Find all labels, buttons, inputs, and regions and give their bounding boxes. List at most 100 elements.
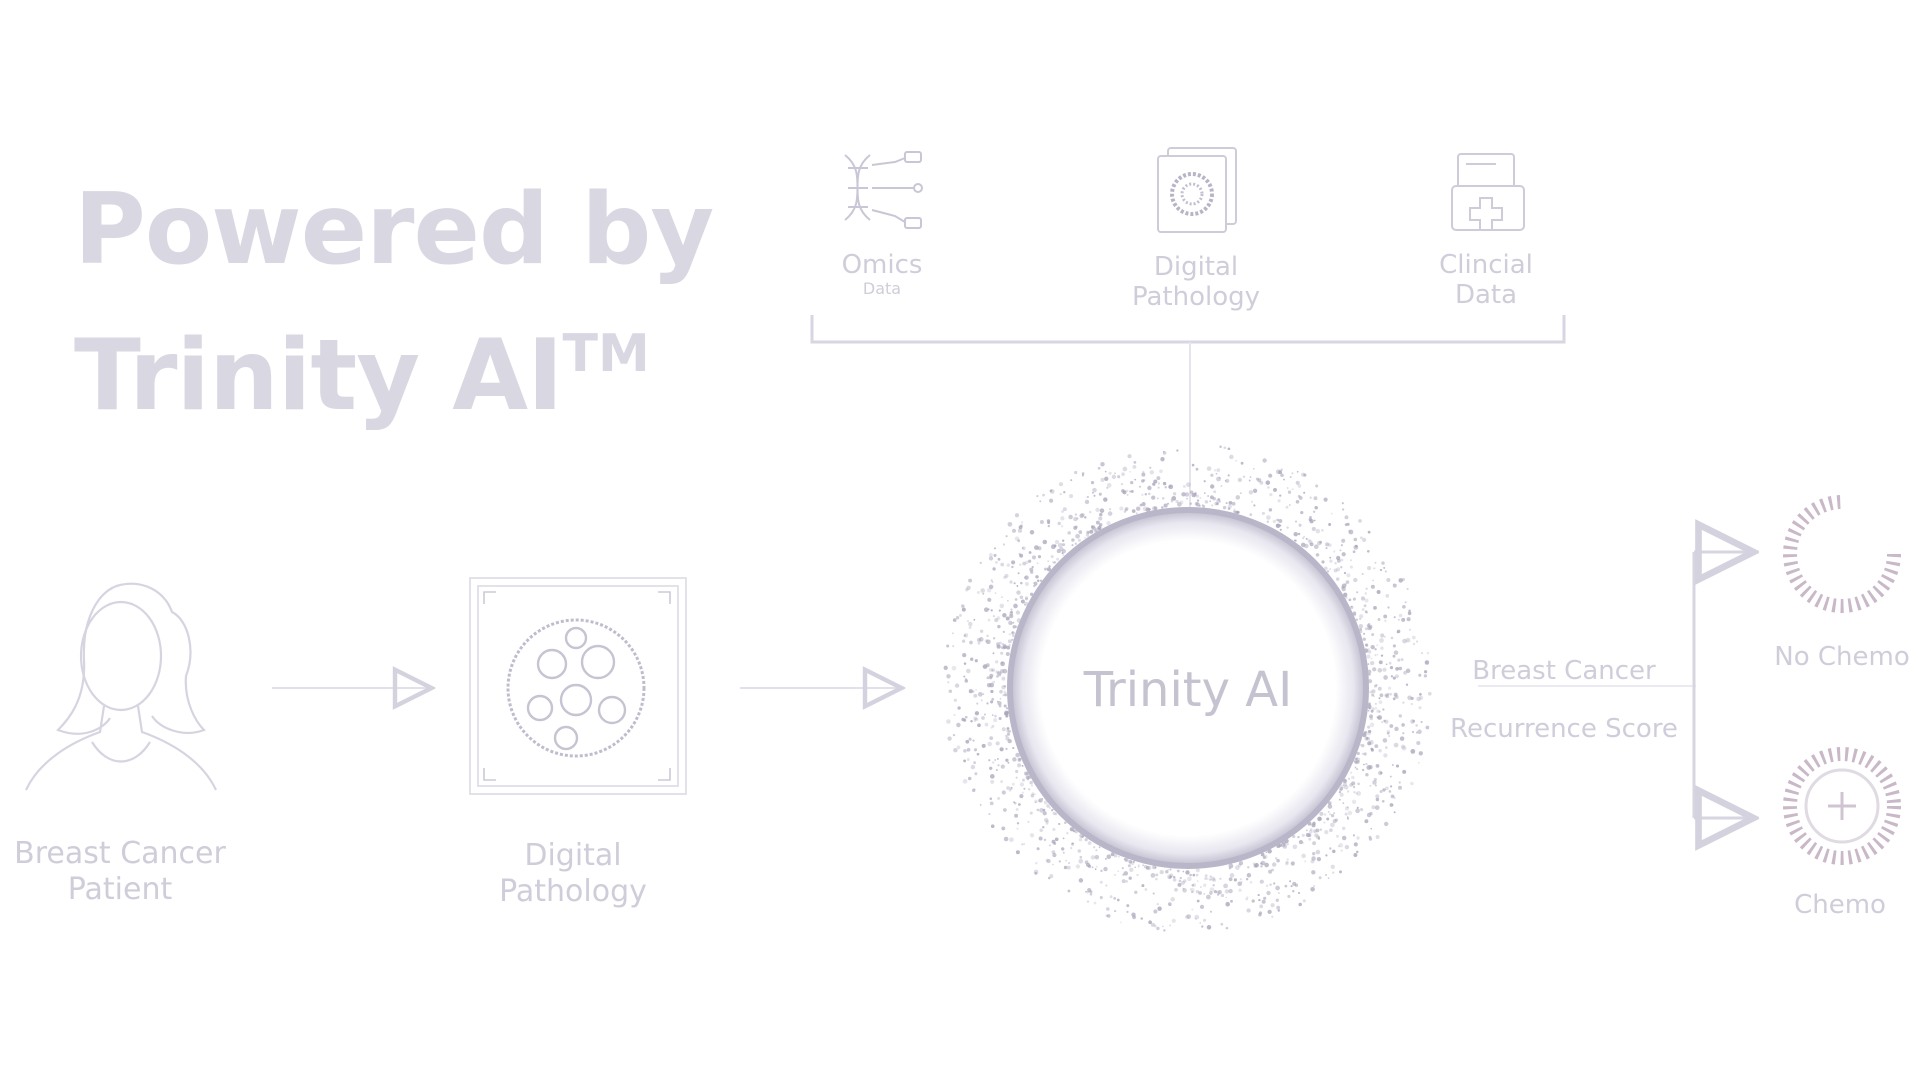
particle-dot xyxy=(1052,827,1056,832)
particle-dot xyxy=(973,618,976,621)
particle-dot xyxy=(1016,590,1021,595)
particle-dot xyxy=(1344,582,1347,586)
particle-dot xyxy=(1003,836,1009,842)
particle-dot xyxy=(1269,883,1272,886)
particle-dot xyxy=(1024,582,1029,586)
particle-dot xyxy=(1170,897,1175,902)
particle-dot xyxy=(1209,910,1213,913)
particle-dot xyxy=(1279,494,1282,497)
particle-dot xyxy=(1131,912,1136,917)
particle-dot xyxy=(1020,524,1023,528)
particle-dot xyxy=(1373,606,1377,610)
particle-dot xyxy=(1155,877,1158,881)
particle-dot xyxy=(1024,596,1029,600)
particle-dot xyxy=(1129,867,1134,873)
particle-dot xyxy=(1346,817,1350,820)
particle-dot xyxy=(1258,898,1261,902)
particle-dot xyxy=(1350,605,1353,608)
particle-dot xyxy=(966,747,971,752)
particle-dot xyxy=(1016,822,1020,825)
particle-dot xyxy=(1259,862,1263,865)
particle-dot xyxy=(976,590,980,595)
particle-dot xyxy=(1327,801,1332,805)
outcome-label-chemo: Chemo xyxy=(1794,890,1886,920)
particle-dot xyxy=(1157,906,1162,911)
particle-dot xyxy=(1252,488,1258,493)
particle-dot xyxy=(1168,486,1171,489)
particle-dot xyxy=(1289,475,1292,479)
particle-dot xyxy=(1238,860,1244,866)
particle-dot xyxy=(1049,489,1053,493)
particle-dot xyxy=(1011,528,1017,533)
particle-dot xyxy=(988,812,991,816)
particle-dot xyxy=(1339,788,1343,792)
particle-dot xyxy=(1006,711,1010,715)
particle-dot xyxy=(1012,747,1015,750)
particle-dot xyxy=(1303,473,1307,477)
particle-dot xyxy=(1268,869,1273,874)
particle-dot xyxy=(1107,511,1113,516)
particle-dot xyxy=(979,561,982,564)
particle-dot xyxy=(1295,480,1300,485)
particle-dot xyxy=(1052,853,1057,858)
particle-dot xyxy=(1368,673,1371,676)
dashed-ring-icon xyxy=(1783,494,1902,613)
particle-dot xyxy=(1104,857,1107,860)
particle-dot xyxy=(1343,571,1347,575)
particle-dot xyxy=(1319,811,1324,816)
particle-dot xyxy=(1389,803,1394,807)
particle-dot xyxy=(1127,454,1132,459)
particle-dot xyxy=(1128,860,1133,864)
particle-dot xyxy=(1290,861,1295,866)
particle-dot xyxy=(1312,841,1317,846)
pathology-label-line1: Digital xyxy=(524,838,622,873)
particle-dot xyxy=(1100,869,1103,873)
particle-dot xyxy=(1087,888,1092,893)
particle-dot xyxy=(1196,899,1200,903)
particle-dot xyxy=(1043,838,1047,842)
particle-dot xyxy=(1351,775,1355,780)
particle-dot xyxy=(1344,515,1349,520)
particle-dot xyxy=(1313,885,1315,888)
particle-dot xyxy=(1109,508,1112,511)
particle-dot xyxy=(1029,530,1035,535)
particle-dot xyxy=(1220,484,1223,488)
particle-dot xyxy=(1053,842,1057,845)
particle-dot xyxy=(1352,834,1356,837)
particle-dot xyxy=(1259,879,1264,884)
particle-dot xyxy=(977,641,981,645)
particle-dot xyxy=(1156,926,1160,931)
particle-dot xyxy=(1126,910,1129,914)
particle-dot xyxy=(1375,683,1378,687)
particle-dot xyxy=(1110,852,1115,857)
particle-dot xyxy=(1314,833,1319,838)
particle-dot xyxy=(1364,819,1369,824)
particle-dot xyxy=(1084,536,1086,539)
particle-dot xyxy=(1283,478,1285,481)
particle-dot xyxy=(1400,744,1406,749)
particle-dot xyxy=(1151,495,1156,500)
particle-dot xyxy=(1209,878,1212,881)
particle-dot xyxy=(961,639,966,643)
particle-dot xyxy=(1389,775,1392,778)
particle-dot xyxy=(1225,926,1229,930)
patient-label-line1: Breast Cancer xyxy=(14,836,226,871)
particle-dot xyxy=(1187,876,1192,882)
particle-dot xyxy=(988,584,994,590)
particle-dot xyxy=(1396,629,1401,634)
particle-dot xyxy=(1167,868,1170,871)
particle-dot xyxy=(996,757,999,760)
particle-dot xyxy=(963,749,967,753)
particle-dot xyxy=(1070,846,1073,850)
input-label-omics: Omics Data xyxy=(842,250,923,298)
particle-dot xyxy=(1153,479,1158,484)
particle-dot xyxy=(1418,706,1422,710)
particle-dot xyxy=(1031,792,1035,796)
particle-dot xyxy=(1199,497,1202,499)
particle-dot xyxy=(1006,645,1011,650)
particle-dot xyxy=(1010,786,1013,789)
particle-dot xyxy=(1356,850,1359,854)
particle-dot xyxy=(1287,490,1292,494)
particle-dot xyxy=(1013,603,1018,609)
